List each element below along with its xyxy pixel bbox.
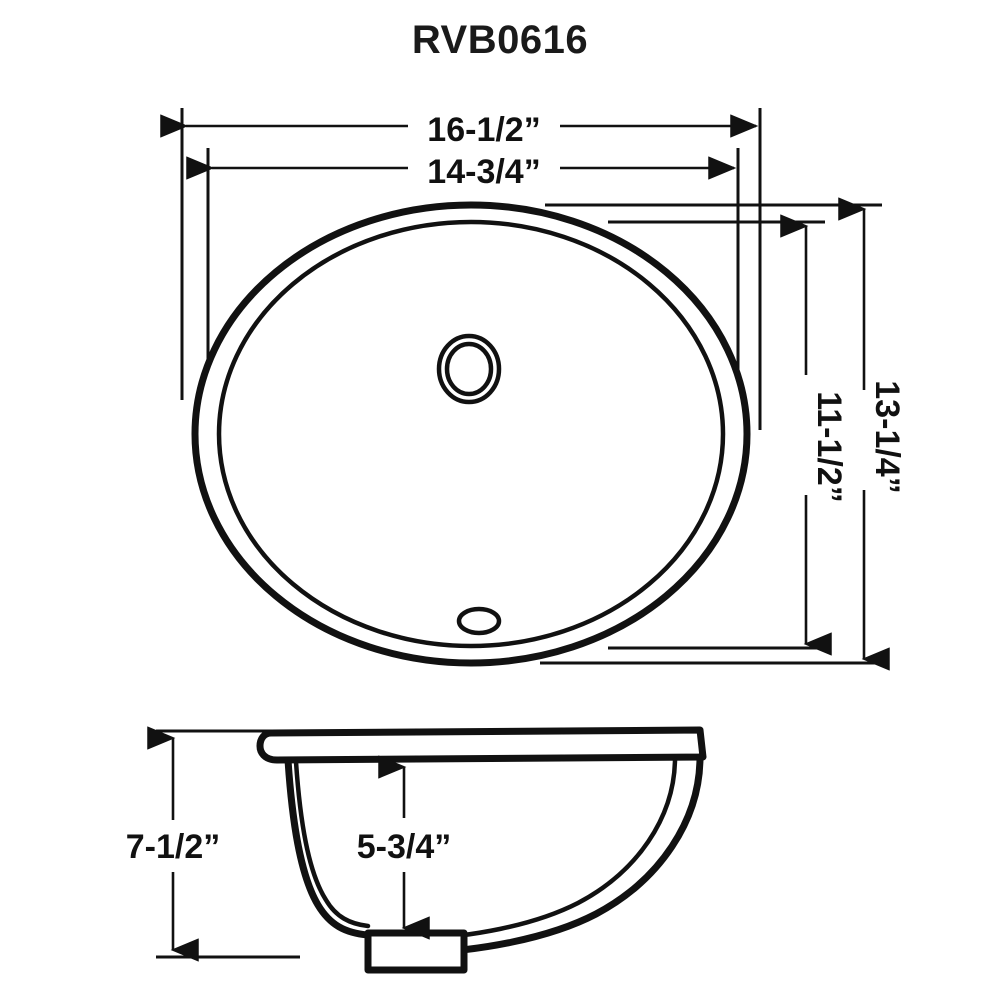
- dimension-label-overall-depth: 13-1/4”: [868, 380, 906, 493]
- vertical-dimension-13-1-4: 13-1/4”: [838, 197, 906, 671]
- horizontal-dimension-14-3-4: 14-3/4”: [186, 153, 737, 191]
- bowl-inner-curve-right: [413, 757, 678, 942]
- dimension-label-bowl-depth: 11-1/2”: [810, 391, 848, 503]
- horizontal-dimension-16-1-2: 16-1/2”: [160, 111, 759, 149]
- sink-outer-rim: [191, 201, 751, 667]
- drain-inner-ring: [444, 341, 494, 397]
- vertical-dimension-11-1-2: 11-1/2”: [780, 214, 848, 656]
- dimension-label-bowl-width: 14-3/4”: [427, 153, 540, 191]
- side-view-sink: [256, 726, 707, 974]
- drain-outer-ring: [436, 333, 502, 405]
- drain-outlet: [364, 929, 468, 974]
- sink-inner-bowl-edge: [216, 219, 726, 649]
- sink-rim-lip: [256, 726, 707, 764]
- dimension-label-overall-width: 16-1/2”: [427, 111, 540, 149]
- vertical-dimension-5-3-4: 5-3/4”: [357, 755, 452, 940]
- top-view-extension-lines: [180, 108, 882, 665]
- page-title: RVB0616: [412, 18, 588, 62]
- dimension-label-bowl-height: 5-3/4”: [357, 828, 452, 866]
- bowl-outer-wall-left: [293, 759, 371, 929]
- vertical-dimension-7-1-2: 7-1/2”: [126, 726, 221, 962]
- bowl-inner-wall-left: [284, 756, 372, 939]
- bowl-outer-curve-right: [416, 753, 704, 957]
- dimension-label-overall-height: 7-1/2”: [126, 828, 221, 866]
- top-view-sink: [191, 201, 751, 667]
- overflow-hole: [456, 606, 502, 636]
